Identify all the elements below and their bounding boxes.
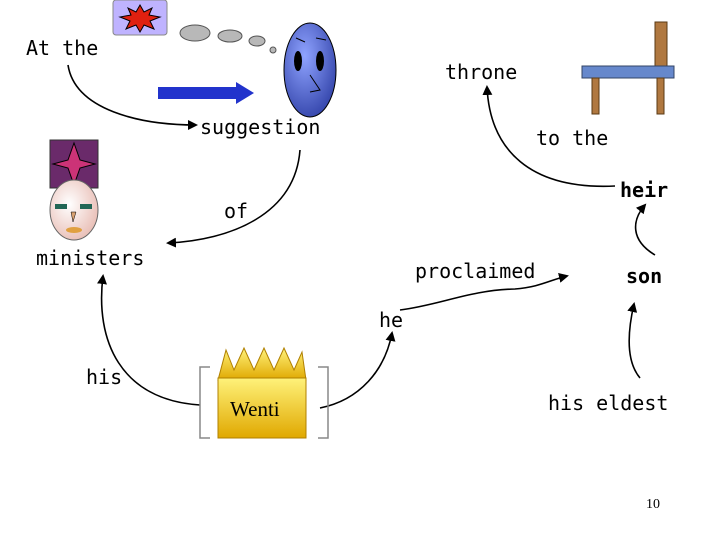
arrow-at-the-to-suggestion: [67, 64, 198, 130]
label-wenti: Wenti: [230, 397, 280, 421]
label-to-the: to the: [536, 126, 609, 150]
explosion-icon: [112, 0, 168, 36]
label-suggestion: suggestion: [200, 115, 321, 139]
thought-bubble-icon: [179, 24, 277, 54]
arrow-his-eldest-to-son: [627, 302, 641, 379]
arrow-he-to-proclaimed: [399, 272, 569, 311]
blue-arrow-icon: [158, 82, 254, 104]
label-ministers: ministers: [36, 246, 145, 270]
label-proclaimed: proclaimed: [415, 259, 536, 283]
label-at-the: At the: [26, 36, 99, 60]
arrow-son-to-heir: [634, 203, 656, 256]
label-son: son: [626, 264, 663, 288]
label-throne: throne: [445, 60, 518, 84]
crown-icon: [199, 346, 329, 439]
label-his: his: [86, 365, 123, 389]
label-he: he: [379, 308, 404, 332]
advisor-face-icon: [283, 22, 337, 120]
label-his-eldest: his eldest: [548, 391, 669, 415]
arrow-to-the-to-throne: [482, 85, 616, 188]
label-of: of: [224, 199, 249, 223]
arrow-suggestion-to-of: [166, 149, 301, 248]
page-number: 10: [646, 497, 660, 512]
arrow-his-to-ministers: [97, 274, 201, 406]
arrow-wenti-to-he: [319, 331, 396, 409]
minister-face-icon: [49, 139, 99, 241]
throne-chair-icon: [581, 21, 675, 115]
label-heir: heir: [620, 178, 669, 202]
